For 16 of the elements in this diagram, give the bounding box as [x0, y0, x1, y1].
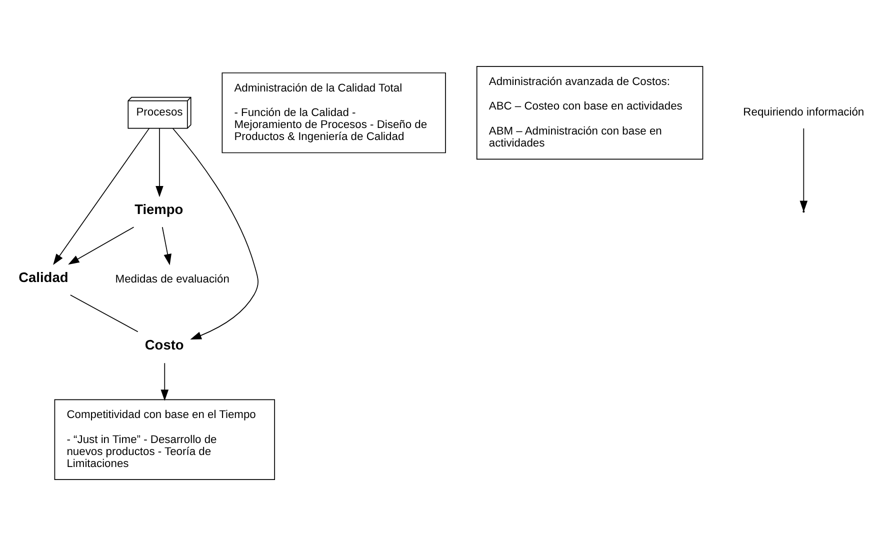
node-box: Administración avanzada de Costos: ABC – Costeo con base en actividades ABM – Administración con base en actividades: [476, 66, 704, 160]
node-text: Costo: [144, 337, 184, 352]
connector: [70, 294, 138, 332]
arrow: [160, 362, 169, 400]
node-text: Medidas de evaluación: [115, 272, 230, 285]
node-text: Tiempo: [134, 201, 184, 216]
node-text: Calidad: [18, 269, 68, 284]
node-box: Competitividad con base en el Tiempo - “Just in Time” - Desarrollo de nuevos productos - Teoría de Limitaciones: [54, 398, 276, 480]
arrow: [68, 226, 134, 264]
arrow: [800, 127, 808, 212]
arrow: [156, 127, 164, 197]
arrow: [162, 226, 172, 265]
arrow: [53, 127, 150, 265]
node-text: Requiriendo información: [743, 106, 864, 118]
arrow: [172, 128, 258, 340]
node-box: Administración de la Calidad Total - Función de la Calidad - Mejoramiento de Procesos - Diseño de Productos & Ingeniería de Calidad: [222, 72, 446, 153]
